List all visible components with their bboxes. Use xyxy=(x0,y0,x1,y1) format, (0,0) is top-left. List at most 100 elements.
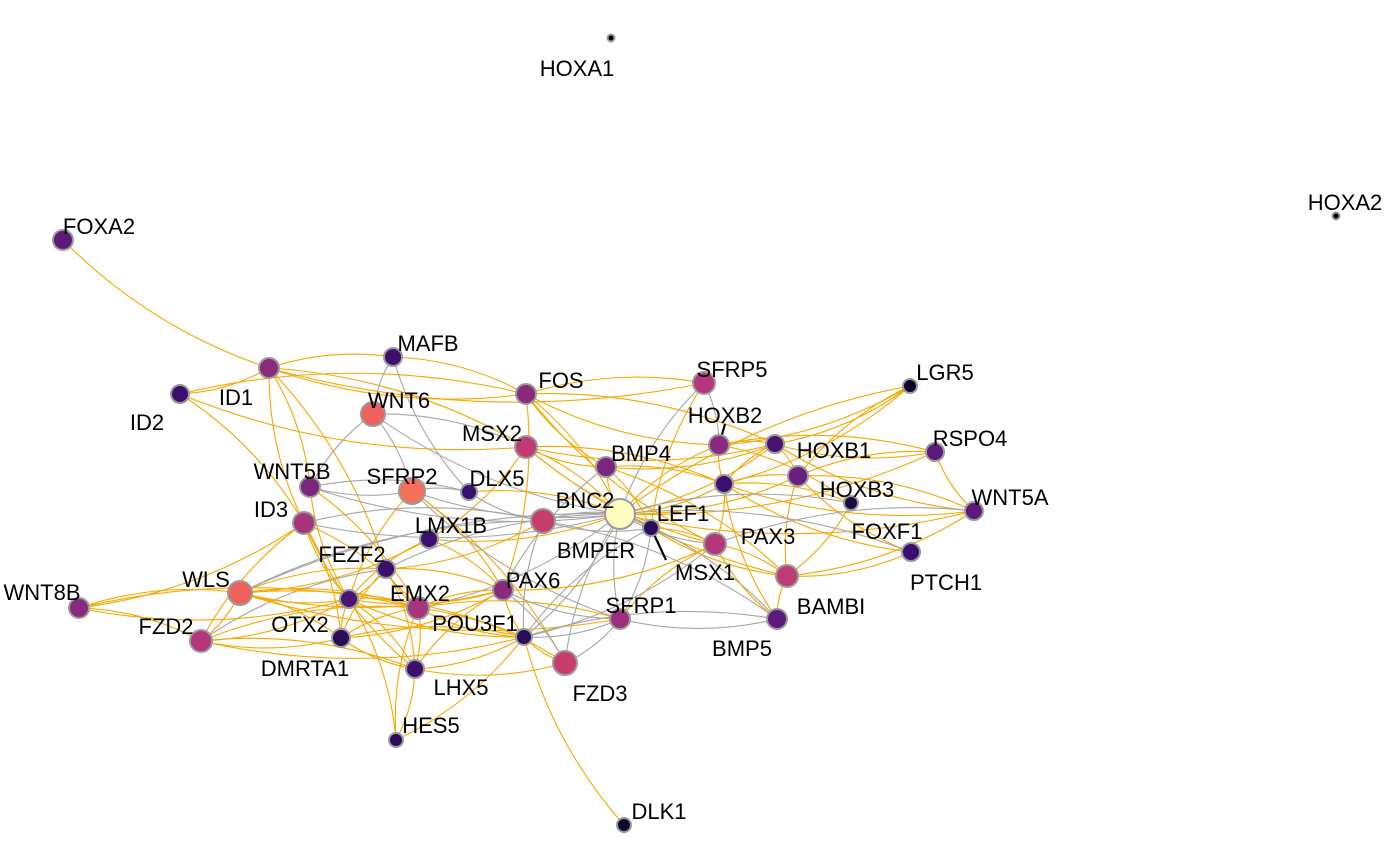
node-bmp4 xyxy=(595,456,617,478)
edge-hoxb1-bnc2 xyxy=(619,443,776,515)
node-id2 xyxy=(170,384,190,404)
edge-bmp4-bambi xyxy=(605,466,788,577)
edge-id1-sfrp5 xyxy=(268,367,705,403)
edge-pou3f1-lhx5 xyxy=(414,636,525,670)
edge-msx2-unlab1 xyxy=(525,445,725,485)
node-label-wls: WLS xyxy=(182,567,230,592)
edge-hoxb3-rspo4 xyxy=(797,450,936,477)
node-label-wnt8b: WNT8B xyxy=(4,580,81,605)
node-ptch1 xyxy=(901,542,921,562)
edge-otx2-pou3f1 xyxy=(348,598,525,638)
node-label-dmrta1: DMRTA1 xyxy=(261,656,349,681)
node-bnc2 xyxy=(604,498,636,530)
edge-fzd2-emx2 xyxy=(200,605,419,642)
node-wnt6 xyxy=(360,401,386,427)
edge-id3-dmrta1 xyxy=(303,522,342,639)
edge-pax3-sfrp1 xyxy=(619,543,716,620)
node-label-hoxa1: HOXA1 xyxy=(540,56,615,81)
node-label-msx1: MSX1 xyxy=(675,560,735,585)
node-label-lmx1b: LMX1B xyxy=(415,513,487,538)
node-label-bmper: BMPER xyxy=(557,538,635,563)
edge-pou3f1-hes5 xyxy=(395,636,525,741)
node-label-sfrp5: SFRP5 xyxy=(697,357,768,382)
node-label-id2: ID2 xyxy=(130,410,164,435)
edge-id3-fzd2 xyxy=(200,522,305,642)
edge-pax6-sfrp1 xyxy=(502,589,621,620)
node-label-id3: ID3 xyxy=(254,497,288,522)
edge-sfrp2-otx2 xyxy=(348,490,413,600)
edge-wnt5b-bnc2 xyxy=(309,486,621,523)
node-otx2 xyxy=(339,589,359,609)
edge-fos-hoxb1 xyxy=(525,393,776,445)
edge-fezf2-lhx5 xyxy=(385,568,416,670)
edge-id2-fos xyxy=(179,372,527,395)
node-sfrp1 xyxy=(609,608,631,630)
node-label-hoxb3: HOXB3 xyxy=(820,477,895,502)
node-wnt5a xyxy=(964,501,984,521)
node-label-bnc2: BNC2 xyxy=(556,488,615,513)
edge-otx2-hes5 xyxy=(348,598,397,741)
node-wnt8b xyxy=(68,597,90,619)
edge-sfrp5-bnc2 xyxy=(619,382,705,515)
edge-lgr5-hoxb1 xyxy=(774,385,911,445)
node-lmx1b xyxy=(419,529,439,549)
edge-sfrp2-sfrp1 xyxy=(411,490,621,620)
node-bmp5 xyxy=(766,608,788,630)
edge-id2-id3 xyxy=(179,393,305,524)
node-dlk1 xyxy=(616,817,632,833)
edge-pou3f1-dmrta1 xyxy=(340,625,525,639)
edge-bmp4-hoxb1 xyxy=(605,443,776,470)
edge-wls-wnt8b xyxy=(78,588,241,609)
edge-pou3f1-dlk1 xyxy=(523,636,625,826)
edge-ptch1-bnc2 xyxy=(619,509,912,553)
edge-fzd2-lhx5 xyxy=(200,637,416,670)
edge-wnt8b-otx2 xyxy=(78,598,350,621)
node-label-pou3f1: POU3F1 xyxy=(432,611,518,636)
node-label-lhx5: LHX5 xyxy=(433,675,488,700)
node-emx2 xyxy=(406,596,430,620)
edge-hoxb2-rspo4 xyxy=(718,434,936,453)
node-mafb xyxy=(383,347,403,367)
edge-mafb-dlx5 xyxy=(392,356,470,493)
node-label-wnt5b: WNT5B xyxy=(254,459,331,484)
node-label-foxa2: FOXA2 xyxy=(63,214,135,239)
edge-hoxb2-foxf1 xyxy=(718,444,852,504)
node-sfrp5 xyxy=(692,371,716,395)
node-label-hoxb1: HOXB1 xyxy=(797,438,872,463)
node-label-fezf2: FEZF2 xyxy=(318,542,385,567)
node-fzd3 xyxy=(552,650,578,676)
edge-id3-emx2 xyxy=(303,522,419,609)
node-label-bmp5: BMP5 xyxy=(712,636,772,661)
node-fzd2 xyxy=(189,629,213,653)
node-lhx5 xyxy=(405,659,425,679)
edge-ptch1-bambi xyxy=(786,551,912,577)
node-label-id1: ID1 xyxy=(219,385,253,410)
edge-emx2-fzd3 xyxy=(417,607,566,664)
node-id3 xyxy=(292,511,316,535)
node-label-msx2: MSX2 xyxy=(462,421,522,446)
node-dlx5 xyxy=(460,483,478,501)
node-label-sfrp1: SFRP1 xyxy=(606,593,677,618)
node-label-rspo4: RSPO4 xyxy=(933,426,1008,451)
edge-pax6-dmrta1 xyxy=(340,589,504,639)
node-pou3f1 xyxy=(515,628,533,646)
edge-fos-pax3 xyxy=(525,393,716,545)
edge-wls-pou3f1 xyxy=(239,590,525,638)
edge-bmper-bmp5 xyxy=(542,520,778,620)
edge-wnt6-bnc2 xyxy=(372,413,621,515)
node-label-fos: FOS xyxy=(538,368,583,393)
edge-wnt6-msx2 xyxy=(372,413,527,448)
edge-dlx5-bnc2 xyxy=(468,490,621,515)
edge-sfrp1-bmp5 xyxy=(619,618,778,629)
edge-foxf1-bnc2 xyxy=(619,493,852,515)
node-hoxa1 xyxy=(606,33,616,43)
node-label-fzd2: FZD2 xyxy=(139,614,194,639)
edge-foxf1-bambi xyxy=(786,502,852,577)
edge-wnt5a-bambi xyxy=(786,510,975,577)
edge-wnt5b-dlx5 xyxy=(309,479,470,493)
node-lef1 xyxy=(642,519,660,537)
node-label-wnt6: WNT6 xyxy=(368,388,430,413)
edge-wls-pax6 xyxy=(239,589,504,608)
node-bmper xyxy=(530,508,556,534)
